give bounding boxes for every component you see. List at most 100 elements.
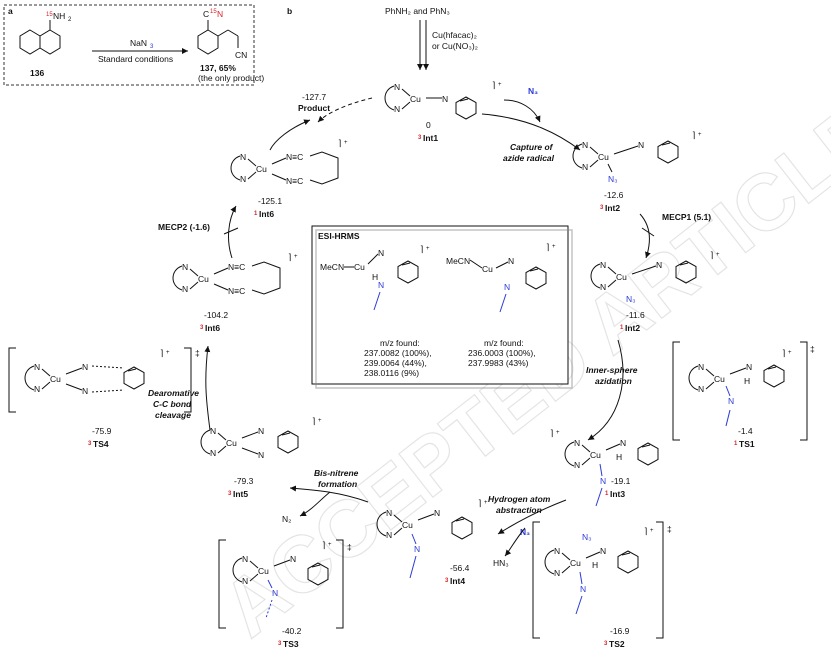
svg-text:‡: ‡ [810, 344, 815, 354]
svg-text:Int6: Int6 [205, 323, 220, 333]
svg-text:formation: formation [318, 479, 357, 489]
hrms-right-structure: MeCN Cu N N ⌉ + [446, 242, 556, 313]
svg-text:N: N [600, 476, 606, 486]
svg-text:+: + [344, 140, 348, 146]
svg-text:238.0116 (9%): 238.0116 (9%) [364, 368, 419, 378]
svg-text:3: 3 [418, 135, 422, 141]
svg-text:-16.9: -16.9 [610, 626, 630, 636]
svg-text:⌉: ⌉ [550, 428, 553, 438]
species-int1: N ⌉ + [384, 80, 502, 120]
species-int4: N N ⌉ + [376, 498, 488, 579]
svg-text:-127.7: -127.7 [302, 92, 326, 102]
svg-text:-12.6: -12.6 [604, 190, 624, 200]
svg-text:N₃: N₃ [520, 527, 530, 537]
svg-text:Int4: Int4 [450, 576, 465, 586]
svg-text:-75.9: -75.9 [92, 426, 112, 436]
svg-text:N≡C: N≡C [286, 152, 303, 162]
svg-text:+: + [318, 418, 322, 424]
panel-a-box [3, 4, 255, 86]
species-ts4: ‡ N N ⌉ + [8, 347, 200, 413]
svg-text:N₃: N₃ [608, 174, 618, 184]
product-137-structure [197, 20, 239, 55]
species-ts2: ‡ N₃ N H N ⌉ + [532, 521, 672, 639]
svg-text:N: N [82, 362, 88, 372]
svg-text:3: 3 [278, 641, 282, 647]
svg-text:⌉: ⌉ [420, 244, 423, 254]
svg-text:+: + [294, 254, 298, 260]
svg-text:Int1: Int1 [423, 133, 438, 143]
mecp1-label: MECP1 (5.1) [662, 212, 711, 222]
svg-text:-56.4: -56.4 [450, 563, 470, 573]
svg-text:0: 0 [426, 120, 431, 130]
species-int6-singlet: N≡C N≡C ⌉ + [230, 138, 348, 186]
svg-text:1: 1 [734, 441, 738, 447]
svg-text:N: N [638, 140, 644, 150]
svg-text:+: + [556, 430, 560, 436]
svg-text:3: 3 [200, 325, 204, 331]
svg-text:+: + [426, 246, 430, 252]
isotope-15: 15 [46, 12, 53, 18]
svg-text:C: C [203, 9, 209, 19]
svg-text:⌉: ⌉ [492, 80, 495, 90]
svg-text:‡: ‡ [195, 348, 200, 358]
compound-136-label: 136 [30, 68, 44, 78]
svg-text:N: N [217, 9, 223, 19]
hn3-label: HN₃ [493, 558, 509, 568]
svg-text:Int3: Int3 [610, 489, 625, 499]
svg-text:236.0003 (100%),: 236.0003 (100%), [468, 348, 536, 358]
product-137-label: 137, 65% [200, 63, 236, 73]
svg-text:N: N [82, 386, 88, 396]
svg-text:⌉: ⌉ [312, 416, 315, 426]
svg-text:N: N [656, 260, 662, 270]
svg-text:N: N [728, 396, 734, 406]
svg-text:‡: ‡ [667, 524, 672, 534]
svg-text:⌉: ⌉ [338, 138, 341, 148]
svg-text:N≡C: N≡C [228, 262, 245, 272]
svg-text:Cu: Cu [354, 262, 365, 272]
svg-text:+: + [328, 542, 332, 548]
svg-text:N: N [600, 546, 606, 556]
svg-text:Int6: Int6 [259, 209, 274, 219]
svg-text:H: H [592, 560, 598, 570]
svg-text:N: N [504, 282, 510, 292]
svg-text:N: N [508, 256, 514, 266]
esi-hrms-box [311, 225, 569, 385]
svg-text:Int2: Int2 [605, 203, 620, 213]
svg-text:Bis-nitrene: Bis-nitrene [314, 468, 359, 478]
azide-radical: N₃ [528, 86, 538, 96]
svg-text:Dearomative: Dearomative [148, 388, 199, 398]
svg-text:C-C bond: C-C bond [153, 399, 192, 409]
svg-text:abstraction: abstraction [496, 505, 542, 515]
svg-text:H: H [616, 452, 622, 462]
svg-text:+: + [552, 244, 556, 250]
svg-text:⌉: ⌉ [782, 348, 785, 358]
species-int2-triplet: N N₃ ⌉ + [572, 130, 702, 184]
naphthylamine-structure [19, 20, 61, 55]
svg-text:Capture of: Capture of [510, 142, 554, 152]
nh2-label: NH [53, 11, 65, 21]
panel-a-label: a [8, 6, 13, 16]
svg-text:N: N [378, 248, 384, 258]
svg-text:237.0082 (100%),: 237.0082 (100%), [364, 348, 432, 358]
svg-text:azide radical: azide radical [503, 153, 555, 163]
svg-text:+: + [498, 82, 502, 88]
svg-text:1: 1 [605, 491, 609, 497]
esi-hrms-title: ESI-HRMS [318, 231, 360, 241]
svg-text:MeCN: MeCN [446, 256, 470, 266]
svg-text:azidation: azidation [595, 376, 632, 386]
svg-text:TS1: TS1 [739, 439, 755, 449]
n2-label: N₂ [282, 514, 291, 524]
svg-text:+: + [484, 500, 488, 506]
svg-text:H: H [372, 272, 378, 282]
product-label: Product [298, 103, 330, 113]
svg-text:m/z found:: m/z found: [484, 338, 524, 348]
standard-conditions-label: Standard conditions [98, 54, 173, 64]
nan3-label: NaN [130, 38, 147, 48]
svg-text:N: N [620, 438, 626, 448]
svg-text:Inner-sphere: Inner-sphere [586, 365, 638, 375]
svg-text:-79.3: -79.3 [234, 476, 254, 486]
svg-text:⌉: ⌉ [644, 526, 647, 536]
svg-text:TS2: TS2 [609, 639, 625, 649]
svg-text:+: + [698, 132, 702, 138]
